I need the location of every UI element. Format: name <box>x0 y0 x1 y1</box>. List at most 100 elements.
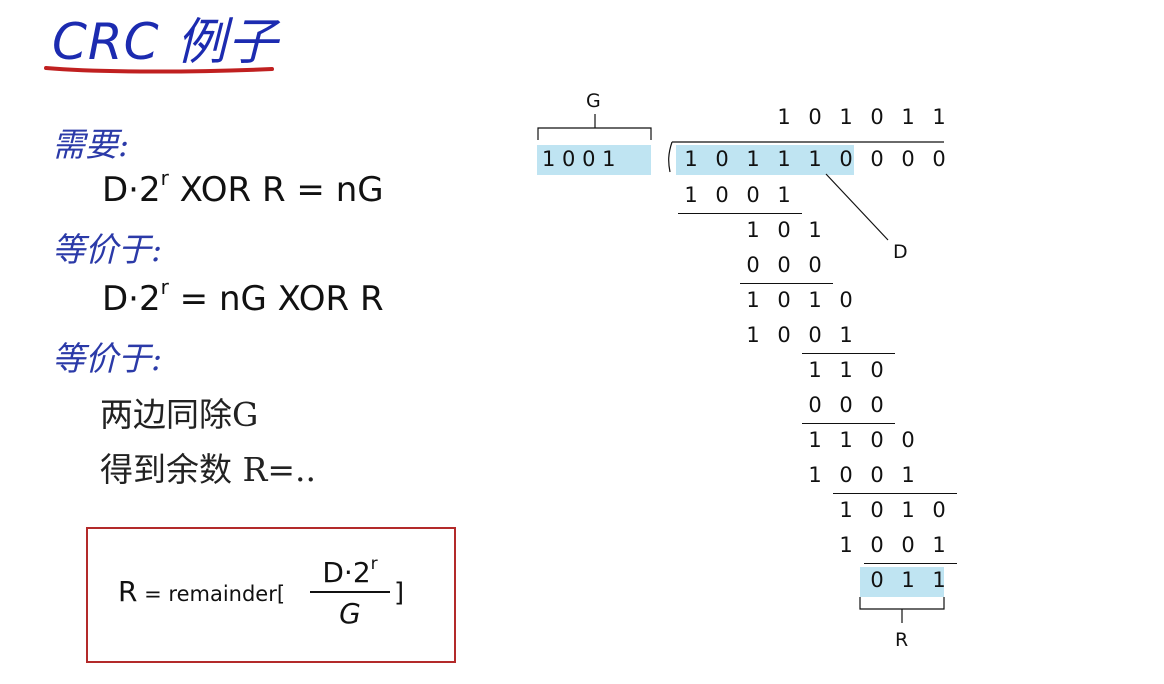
step-divide-by-g: 两边同除G <box>100 395 259 434</box>
divisor: 1 0 0 1 <box>542 147 616 171</box>
division-step-digit: 1 <box>808 428 822 452</box>
division-step-digit: 0 <box>932 498 946 522</box>
division-step-digit: 0 <box>901 428 915 452</box>
division-step-digit: 0 <box>870 498 884 522</box>
g-bracket <box>537 114 652 140</box>
numerator-exponent: r <box>370 554 378 574</box>
division-step-digit: 1 <box>746 323 760 347</box>
division-step-digit: 0 <box>901 533 915 557</box>
g-label: G <box>586 90 601 112</box>
division-step-digit: 0 <box>870 358 884 382</box>
equivalent-label-1: 等价于: <box>52 230 163 269</box>
d-label: D <box>893 241 908 263</box>
division-step-digit: 0 <box>839 288 853 312</box>
division-bracket <box>668 141 944 173</box>
subtraction-line <box>864 563 957 564</box>
division-step-digit: 0 <box>870 568 884 592</box>
division-step-digit: 1 <box>901 498 915 522</box>
dividend-digit: 1 <box>777 147 791 171</box>
slide-title: CRC 例子 <box>52 13 279 71</box>
fraction-numerator: D·2r <box>310 554 390 589</box>
division-step-digit: 1 <box>932 533 946 557</box>
division-step-digit: 0 <box>777 323 791 347</box>
division-step-digit: 0 <box>808 323 822 347</box>
quotient-digit: 1 <box>932 105 946 129</box>
dividend-highlight <box>676 145 854 175</box>
dividend-digit: 1 <box>684 147 698 171</box>
division-step-digit: 0 <box>777 218 791 242</box>
subtraction-line <box>802 423 895 424</box>
division-step-digit: 0 <box>870 428 884 452</box>
equation-2-exponent: r <box>160 275 169 299</box>
division-step-digit: 0 <box>715 183 729 207</box>
divisor-highlight <box>537 145 651 175</box>
division-step-digit: 1 <box>777 183 791 207</box>
division-step-digit: 0 <box>839 393 853 417</box>
division-step-digit: 0 <box>839 463 853 487</box>
division-step-digit: 1 <box>746 218 760 242</box>
r-label: R <box>895 629 909 651</box>
formula-fraction: D·2r G <box>310 554 390 630</box>
equation-1-rest: XOR R = nG <box>168 170 384 210</box>
dividend-digit: 0 <box>901 147 915 171</box>
division-step-digit: 0 <box>870 393 884 417</box>
quotient-digit: 0 <box>870 105 884 129</box>
fraction-denominator: G <box>339 597 361 630</box>
formula-box <box>86 527 456 663</box>
division-step-digit: 1 <box>808 463 822 487</box>
division-step-digit: 1 <box>808 288 822 312</box>
dividend-digit: 0 <box>715 147 729 171</box>
remainder-highlight <box>860 567 944 597</box>
step-get-remainder: 得到余数 R=.. <box>100 450 316 489</box>
formula-lhs: R <box>118 575 138 608</box>
d-pointer-line <box>825 173 889 241</box>
division-step-digit: 0 <box>777 288 791 312</box>
division-step-digit: 1 <box>746 288 760 312</box>
division-step-digit: 0 <box>870 533 884 557</box>
dividend-digit: 1 <box>746 147 760 171</box>
title-underline <box>44 66 274 74</box>
equation-2-rest: = nG XOR R <box>168 279 384 319</box>
equation-2: D·2r = nG XOR R <box>102 275 384 319</box>
dividend-digit: 0 <box>870 147 884 171</box>
subtraction-line <box>740 283 833 284</box>
equation-1-base: D·2 <box>102 170 161 210</box>
dividend-digit: 0 <box>839 147 853 171</box>
division-step-digit: 1 <box>839 498 853 522</box>
division-step-digit: 1 <box>808 218 822 242</box>
quotient-digit: 0 <box>808 105 822 129</box>
division-step-digit: 0 <box>870 463 884 487</box>
need-label: 需要: <box>52 125 130 164</box>
equation-1: D·2r XOR R = nG <box>102 166 384 210</box>
division-step-digit: 0 <box>746 253 760 277</box>
dividend-digit: 1 <box>808 147 822 171</box>
division-step-digit: 0 <box>808 393 822 417</box>
subtraction-line <box>802 353 895 354</box>
division-step-digit: 1 <box>808 358 822 382</box>
division-step-digit: 1 <box>901 463 915 487</box>
formula-close-bracket: ] <box>394 578 405 608</box>
r-bracket <box>859 597 945 623</box>
fraction-bar <box>310 591 390 593</box>
division-step-digit: 1 <box>839 533 853 557</box>
equation-1-exponent: r <box>160 166 169 190</box>
dividend-digit: 0 <box>932 147 946 171</box>
division-step-digit: 1 <box>839 358 853 382</box>
numerator-base: D·2 <box>322 556 371 589</box>
quotient-digit: 1 <box>901 105 915 129</box>
remainder-formula: R = remainder[ <box>118 575 285 608</box>
equation-2-base: D·2 <box>102 279 161 319</box>
division-step-digit: 0 <box>808 253 822 277</box>
formula-remainder-text: = remainder[ <box>137 582 286 606</box>
division-step-digit: 1 <box>901 568 915 592</box>
division-step-digit: 1 <box>932 568 946 592</box>
division-step-digit: 0 <box>746 183 760 207</box>
division-step-digit: 1 <box>839 323 853 347</box>
division-step-digit: 1 <box>839 428 853 452</box>
subtraction-line <box>678 213 802 214</box>
quotient-digit: 1 <box>839 105 853 129</box>
division-step-digit: 1 <box>684 183 698 207</box>
subtraction-line <box>833 493 957 494</box>
division-step-digit: 0 <box>777 253 791 277</box>
